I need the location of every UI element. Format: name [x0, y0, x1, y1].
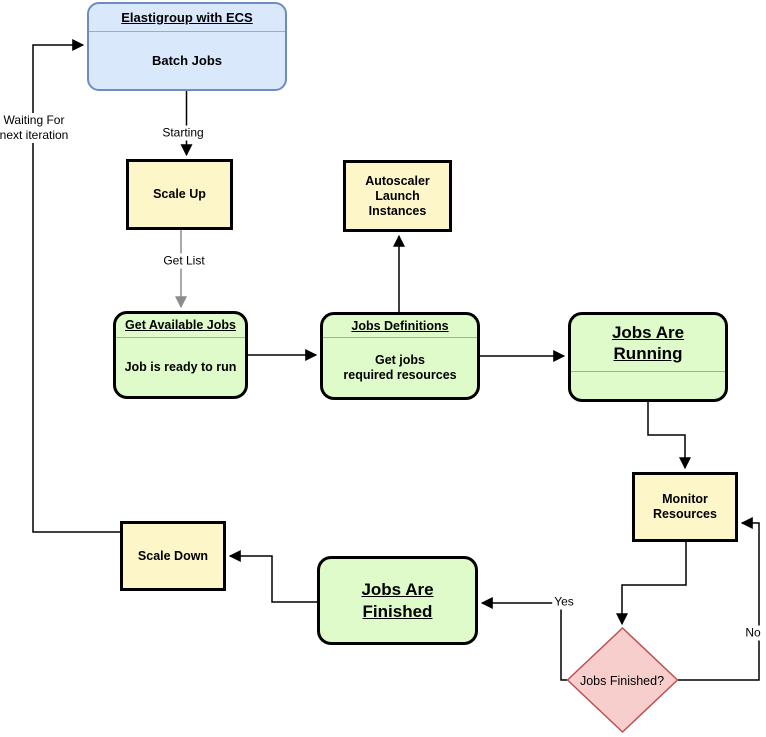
node-autoscaler-launch-instances: Autoscaler Launch Instances	[343, 160, 452, 232]
node-get-available-jobs-header: Get Available Jobs	[116, 314, 245, 338]
edge-decision-yes-to-finished	[480, 597, 567, 681]
node-jobs-definitions: Jobs Definitions Get jobs required resou…	[320, 312, 480, 400]
edge-finished-to-scale-down	[228, 550, 317, 603]
node-jobs-definitions-header: Jobs Definitions	[323, 315, 477, 338]
edge-monitor-to-decision	[616, 542, 687, 626]
node-scale-up: Scale Up	[126, 159, 233, 230]
node-scale-up-label: Scale Up	[153, 187, 206, 201]
node-scale-down: Scale Down	[120, 521, 226, 591]
edge-label-waiting-for-next-iteration: Waiting For next iteration	[0, 113, 71, 143]
node-jobs-are-running-header: Jobs Are Running	[571, 315, 725, 372]
edge-decision-no-to-monitor	[678, 517, 760, 681]
node-get-available-jobs-body: Job is ready to run	[124, 359, 237, 374]
node-jobs-are-finished-label: Jobs Are Finished	[361, 580, 434, 621]
edge-label-no: No	[743, 625, 763, 641]
edge-label-starting: Starting	[160, 125, 206, 141]
node-get-available-jobs: Get Available Jobs Job is ready to run	[113, 311, 248, 399]
node-scale-down-label: Scale Down	[137, 548, 209, 563]
node-monitor-resources-label: Monitor Resources	[653, 492, 717, 521]
node-jobs-definitions-body: Get jobs required resources	[343, 352, 457, 382]
edge-label-yes: Yes	[552, 594, 576, 610]
node-autoscaler-label: Autoscaler Launch Instances	[365, 173, 430, 218]
edge-running-to-monitor	[647, 402, 691, 470]
node-jobs-are-finished: Jobs Are Finished	[317, 556, 478, 645]
node-elastigroup-body: Batch Jobs	[151, 53, 223, 68]
edge-label-get-list: Get List	[161, 253, 207, 269]
decision-jobs-finished-label: Jobs Finished?	[579, 674, 665, 688]
node-jobs-are-running: Jobs Are Running	[568, 312, 728, 402]
node-jobs-are-running-body	[571, 372, 725, 399]
node-elastigroup-with-ecs: Elastigroup with ECS Batch Jobs	[87, 2, 287, 91]
node-monitor-resources: Monitor Resources	[632, 472, 738, 542]
node-elastigroup-header: Elastigroup with ECS	[89, 4, 285, 32]
